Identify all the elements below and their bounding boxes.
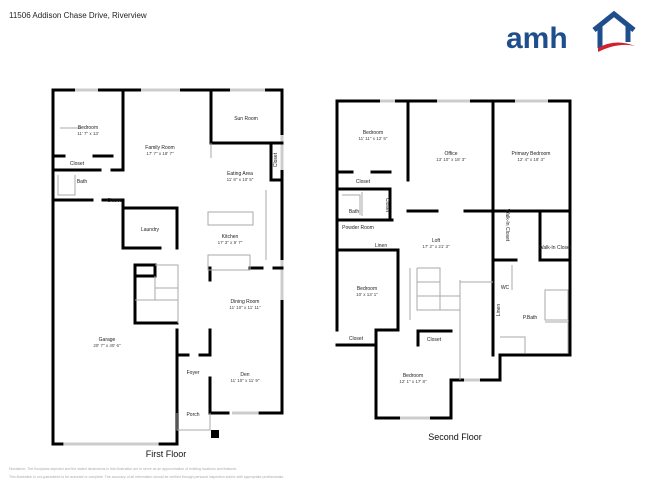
amh-logo: amh bbox=[506, 10, 636, 53]
room-dimensions: 10' x 13' 1" bbox=[356, 292, 378, 297]
room-label: Office bbox=[445, 151, 458, 157]
disclaimer-line-2: This illustration is not guaranteed to b… bbox=[9, 475, 284, 479]
room-dimensions: 11' 11" x 12' 5" bbox=[358, 136, 387, 141]
room-label: Closet bbox=[384, 198, 390, 213]
room-label: Bath bbox=[77, 179, 88, 185]
room-label: Closet bbox=[427, 337, 442, 343]
second-floor-title: Second Floor bbox=[428, 432, 482, 442]
room-label: Kitchen bbox=[222, 234, 239, 240]
room-label: Porch bbox=[186, 412, 199, 418]
room-label: Linen bbox=[375, 243, 387, 249]
room-label: Bedroom bbox=[403, 373, 423, 379]
room-label: Sun Room bbox=[234, 116, 258, 122]
disclaimer-line-1: Disclaimer: The floorplans depicted and … bbox=[9, 467, 237, 471]
room-label: Bath bbox=[349, 209, 360, 215]
room-label: Bedroom bbox=[363, 130, 383, 136]
room-label: Closet bbox=[273, 152, 279, 167]
room-label: Closet bbox=[70, 161, 85, 167]
room-label: Loft bbox=[432, 238, 441, 244]
room-label: Foyer bbox=[187, 370, 200, 376]
room-label: Closet bbox=[349, 336, 364, 342]
first-floor-title: First Floor bbox=[146, 449, 187, 459]
room-label: Walk-In Closet bbox=[539, 245, 572, 251]
room-label: WC bbox=[501, 285, 510, 291]
second-floor-plan: Bedroom 11' 11" x 12' 5" Office 13' 10" … bbox=[335, 99, 572, 442]
room-dimensions: 20' 7" x 40' 6" bbox=[93, 343, 121, 348]
room-dimensions: 13' 10" x 18' 3" bbox=[436, 157, 466, 162]
room-label: Linen bbox=[496, 304, 502, 316]
room-dimensions: 17' 2" x 21' 3" bbox=[422, 244, 450, 249]
room-dimensions: 11' 10" x 11' 9" bbox=[230, 378, 259, 383]
room-label: Dining Room bbox=[231, 299, 260, 305]
room-label: Primary Bedroom bbox=[512, 151, 551, 157]
room-label: P.Bath bbox=[523, 315, 538, 321]
room-label: Garage bbox=[99, 337, 116, 343]
room-dimensions: 11' 8" x 10' 5" bbox=[227, 177, 254, 182]
room-label: Eating Area bbox=[227, 171, 253, 177]
room-dimensions: 12' 1" x 17' 8" bbox=[399, 379, 427, 384]
room-label: Bedroom bbox=[78, 125, 98, 131]
room-label: Closet bbox=[356, 179, 371, 185]
room-label: Closet bbox=[107, 198, 122, 204]
property-address: 11506 Addison Chase Drive, Riverview bbox=[9, 11, 147, 20]
logo-house-icon bbox=[592, 10, 636, 48]
room-label: Family Room bbox=[145, 145, 174, 151]
first-floor-plan: Bedroom 11' 7" x 13' Family Room 17' 7" … bbox=[51, 88, 284, 459]
room-label: Bedroom bbox=[357, 286, 377, 292]
room-dimensions: 11' 7" x 13' bbox=[77, 131, 99, 136]
room-label: Den bbox=[240, 372, 249, 378]
room-label: Laundry bbox=[141, 227, 160, 233]
room-label: Powder Room bbox=[342, 225, 374, 231]
room-dimensions: 11' 10" x 11' 11" bbox=[229, 305, 261, 310]
logo-text: amh bbox=[506, 22, 568, 53]
room-dimensions: 12' 4" x 18' 3" bbox=[517, 157, 545, 162]
room-label: Walk-In Closet bbox=[504, 209, 510, 242]
room-dimensions: 17' 3" x 9' 7" bbox=[218, 240, 243, 245]
room-dimensions: 17' 7" x 18' 7" bbox=[146, 151, 174, 156]
logo-swoosh bbox=[598, 42, 635, 52]
